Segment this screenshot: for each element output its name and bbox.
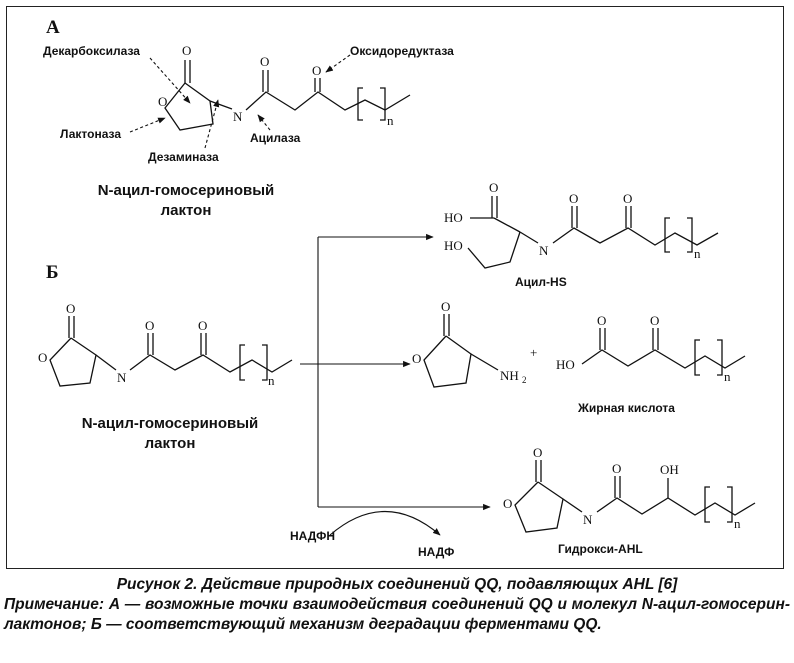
b-amide-n: N <box>117 370 127 385</box>
product-hydroxy-ahl-structure: O O N O OH n <box>503 445 756 533</box>
product-fatty-acid-structure: HO O O n <box>556 313 746 384</box>
p3-acid-o: O <box>597 313 606 328</box>
b-repeat-n: n <box>268 373 275 388</box>
product-fatty-acid-label: Жирная кислота <box>577 401 675 415</box>
p2-ring-o: O <box>412 351 421 366</box>
molecule-name-a-1: N-ацил-гомосериновый <box>98 182 275 199</box>
b-keto-o: O <box>198 318 207 333</box>
amide-o: O <box>260 54 269 69</box>
p3-repeat-n: n <box>724 369 731 384</box>
enzyme-acylase: Ацилаза <box>250 131 301 145</box>
b-carbonyl-o: O <box>66 301 75 316</box>
p4-ring-o: O <box>503 496 512 511</box>
plus-sign: + <box>530 345 537 360</box>
caption-note: Примечание: А — возможные точки взаимоде… <box>4 596 790 633</box>
cofactor-nadph: НАДФН <box>290 529 335 543</box>
p3-hydroxyl: HO <box>556 357 575 372</box>
enzyme-decarboxylase: Декарбоксилаза <box>43 44 140 58</box>
b-ring-o: O <box>38 350 47 365</box>
ahl-structure-b: O O N O O n <box>38 301 293 388</box>
p2-amine: NH <box>500 368 519 383</box>
enzyme-oxidoreductase: Оксидоредуктаза <box>350 44 454 58</box>
caption-title: Рисунок 2. Действие природных соединений… <box>116 576 678 593</box>
product-acyl-hs-label: Ацил-HS <box>515 275 567 289</box>
enzyme-lactonase: Лактоназа <box>60 127 121 141</box>
enzyme-deaminase: Дезаминаза <box>148 150 219 164</box>
p1-keto-o: O <box>623 191 632 206</box>
figure-caption: Рисунок 2. Действие природных соединений… <box>4 575 790 635</box>
molecule-name-a-2: лактон <box>161 202 212 219</box>
reaction-scheme: A O O N O O n Декарбоксилаза Оксидоредук… <box>38 17 756 559</box>
p4-amide-n: N <box>583 512 593 527</box>
molecule-name-b-2: лактон <box>145 435 196 452</box>
reaction-arrows <box>300 233 491 536</box>
keto-o: O <box>312 63 321 78</box>
p1-hydroxyl: HO <box>444 210 463 225</box>
figure-frame <box>6 6 784 569</box>
molecule-name-b-1: N-ацил-гомосериновый <box>82 415 259 432</box>
product-acyl-hs-structure: HO O N O O n HO <box>444 180 719 269</box>
p2-amine-sub: 2 <box>522 375 527 385</box>
ring-o: O <box>158 94 167 109</box>
p2-carbonyl-o: O <box>441 299 450 314</box>
product-hsl-amine-structure: O O NH 2 + <box>412 299 537 388</box>
p4-hydroxyl: OH <box>660 462 679 477</box>
p4-amide-o: O <box>612 461 621 476</box>
p4-repeat-n: n <box>734 516 741 531</box>
product-hydroxy-ahl-label: Гидрокси-AHL <box>558 542 643 556</box>
p1-acid-o: O <box>489 180 498 195</box>
p4-carbonyl-o: O <box>533 445 542 460</box>
p1-repeat-n: n <box>694 246 701 261</box>
panel-a-label: A <box>46 17 60 38</box>
p1-amide-o: O <box>569 191 578 206</box>
p1-amide-n: N <box>539 243 549 258</box>
cofactor-nadp: НАДФ <box>418 545 454 559</box>
amide-n: N <box>233 109 243 124</box>
p3-keto-o: O <box>650 313 659 328</box>
repeat-n: n <box>387 113 394 128</box>
carbonyl-o: O <box>182 43 191 58</box>
panel-b-label: Б <box>46 262 59 283</box>
b-amide-o: O <box>145 318 154 333</box>
p1-side-hydroxyl: HO <box>444 238 463 253</box>
